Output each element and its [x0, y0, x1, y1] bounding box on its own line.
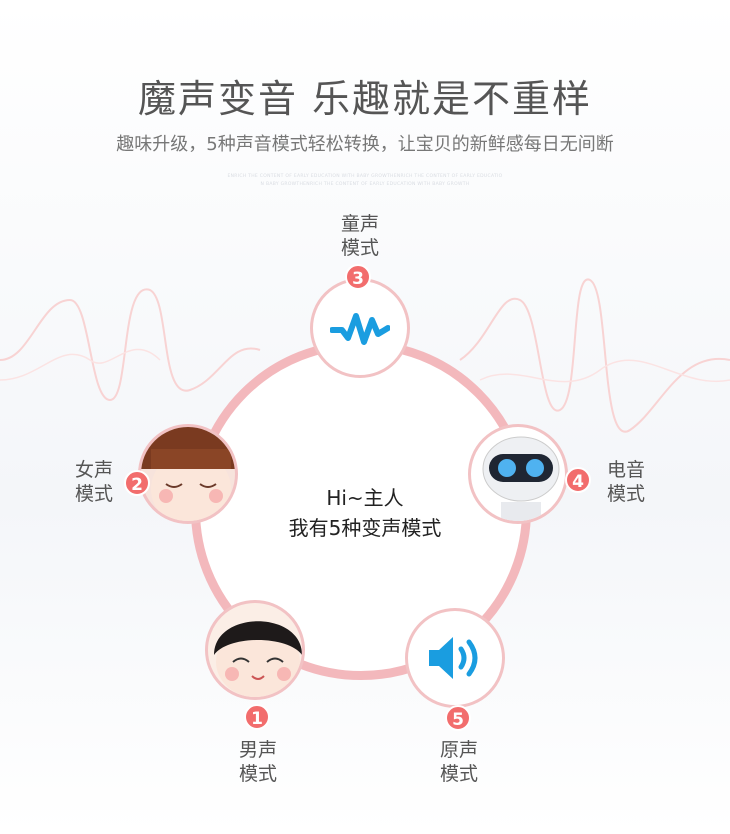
- mode-number-badge: 3: [345, 264, 371, 290]
- mode-male-voice-button[interactable]: [205, 600, 305, 700]
- mode-original-voice-button[interactable]: [405, 608, 505, 708]
- mode-child-voice-button[interactable]: [310, 278, 410, 378]
- robot-icon: [482, 436, 560, 521]
- boy-face-icon: [214, 621, 302, 697]
- mode-label: 原声模式: [439, 739, 478, 785]
- mode-female-voice-button[interactable]: [138, 424, 238, 524]
- girl-face-icon: [141, 427, 235, 521]
- waveform-icon: [330, 313, 390, 345]
- mode-label: 童声模式: [340, 213, 379, 259]
- mode-number-badge: 4: [565, 467, 591, 493]
- center-description: 我有5种变声模式: [288, 516, 442, 540]
- speaker-icon: [429, 637, 478, 679]
- mode-number-badge: 1: [244, 704, 270, 730]
- mode-label: 电音模式: [606, 459, 645, 505]
- mode-electronic-voice-button[interactable]: [468, 424, 568, 524]
- mode-label: 女声模式: [74, 459, 113, 505]
- center-greeting: Hi~主人: [326, 486, 404, 510]
- mode-label: 男声模式: [238, 739, 277, 785]
- subtitle: 趣味升级，5种声音模式轻松转换，让宝贝的新鲜感每日无间断: [116, 134, 614, 155]
- page-title: 魔声变音 乐趣就是不重样: [137, 77, 593, 121]
- decorative-english-line: N BABY GROWTHENRICH THE CONTENT OF EARLY…: [260, 182, 470, 187]
- mode-number-badge: 2: [124, 470, 150, 496]
- decorative-english-line: ENRICH THE CONTENT OF EARLY EDUCATION WI…: [227, 174, 503, 179]
- mode-number-badge: 5: [445, 705, 471, 731]
